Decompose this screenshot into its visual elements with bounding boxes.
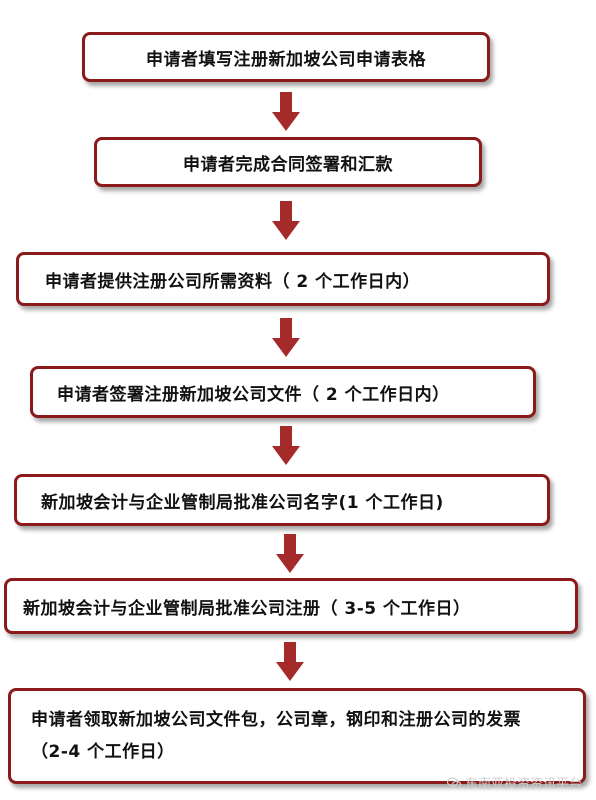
flow-step-4-label: 申请者签署注册新加坡公司文件（ 2 个工作日内）: [57, 384, 450, 405]
flow-step-6-label: 新加坡会计与企业管制局批准公司注册（ 3-5 个工作日）: [23, 598, 471, 619]
watermark-text: 东南亚投资资讯平台: [464, 777, 582, 792]
down-arrow-icon: [275, 534, 305, 574]
down-arrow-icon: [275, 642, 305, 682]
flow-step-1-label: 申请者填写注册新加坡公司申请表格: [146, 49, 426, 70]
down-arrow-icon: [271, 318, 301, 358]
down-arrow-icon: [271, 92, 301, 132]
flow-step-5: 新加坡会计与企业管制局批准公司名字(1 个工作日): [14, 474, 550, 526]
flow-step-3-label: 申请者提供注册公司所需资料（ 2 个工作日内）: [45, 271, 421, 292]
flow-step-2-label: 申请者完成合同签署和汇款: [183, 154, 393, 175]
flow-step-7-label: 申请者领取新加坡公司文件包，公司章，钢印和注册公司的发票 （2-4 个工作日）: [31, 710, 521, 762]
down-arrow-icon: [271, 426, 301, 466]
flow-step-3: 申请者提供注册公司所需资料（ 2 个工作日内）: [16, 252, 550, 306]
flow-step-5-label: 新加坡会计与企业管制局批准公司名字(1 个工作日): [41, 492, 444, 513]
flow-step-4: 申请者签署注册新加坡公司文件（ 2 个工作日内）: [30, 366, 536, 418]
flow-step-7: 申请者领取新加坡公司文件包，公司章，钢印和注册公司的发票 （2-4 个工作日）: [8, 688, 586, 784]
flow-step-2: 申请者完成合同签署和汇款: [94, 137, 482, 187]
down-arrow-icon: [271, 201, 301, 241]
watermark: 东南亚投资资讯平台: [446, 773, 582, 792]
flow-step-6: 新加坡会计与企业管制局批准公司注册（ 3-5 个工作日）: [4, 578, 578, 634]
flow-step-1: 申请者填写注册新加坡公司申请表格: [82, 32, 490, 82]
wechat-icon: [446, 776, 462, 790]
